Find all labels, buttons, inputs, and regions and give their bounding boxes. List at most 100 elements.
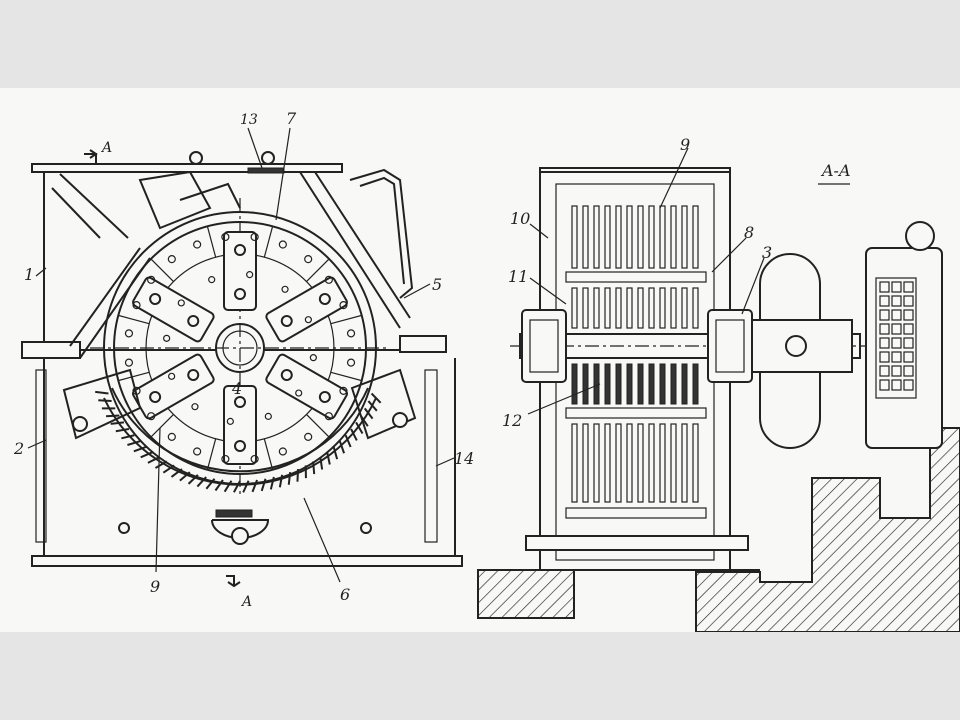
rotor-bolt: [221, 232, 230, 242]
hammer-mid: [692, 287, 699, 329]
rotor-bolt: [168, 372, 176, 380]
fin-cell: [903, 365, 914, 377]
hammer-pin-hole: [234, 288, 246, 300]
rotor-bolt: [208, 276, 216, 284]
coupling-bolt: [785, 335, 807, 357]
hammer-bottom: [571, 423, 578, 503]
hammer-lower: [626, 363, 633, 405]
sector-divider: [330, 314, 362, 325]
hammer-pin-hole: [234, 440, 246, 452]
callout-7: 7: [286, 109, 297, 128]
leader-11: [529, 277, 567, 305]
grate-bar: [187, 474, 199, 485]
hammer-upper: [571, 205, 578, 269]
rotor-bolt: [346, 358, 356, 367]
hammer-mid: [615, 287, 622, 329]
leader-9: [155, 427, 161, 573]
leader-3: [741, 257, 765, 315]
rotor-bolt: [281, 285, 289, 293]
rotor-bolt: [167, 255, 176, 264]
sector-divider: [263, 438, 274, 470]
sector-divider: [306, 258, 330, 282]
sector-divider: [263, 226, 274, 258]
leader-10: [529, 223, 549, 239]
grate-bar: [363, 407, 374, 420]
hammer-mid: [637, 287, 644, 329]
rotor-bolt: [309, 354, 317, 362]
grate-bar: [196, 476, 207, 488]
grate-bar: [319, 456, 324, 470]
inspection-cover: [247, 167, 285, 174]
leader-7: [275, 127, 291, 221]
fin-cell: [903, 323, 914, 335]
sector-divider: [150, 258, 174, 282]
rotor-bolt: [295, 389, 303, 397]
fin-cell: [891, 337, 902, 349]
hammer-upper: [604, 205, 611, 269]
left-bearing-cap: [529, 319, 559, 373]
hammer-bottom: [593, 423, 600, 503]
grate-bar: [205, 478, 216, 490]
callout-9: 9: [150, 577, 160, 596]
rotor-bolt: [304, 432, 313, 441]
fin-cell: [891, 323, 902, 335]
fin-cell: [879, 379, 890, 391]
right-grate-support: [350, 368, 417, 440]
fin-cell: [891, 365, 902, 377]
rotor-bolt: [191, 403, 199, 411]
sector-divider: [206, 438, 217, 470]
fin-cell: [891, 379, 902, 391]
rotor-bolt: [221, 454, 230, 464]
hammer-upper: [681, 205, 688, 269]
grate-bar: [127, 440, 141, 446]
left-grate-support: [62, 368, 142, 440]
hammer-lower: [637, 363, 644, 405]
liner-block-edge: [179, 182, 241, 209]
top-bolt: [189, 151, 203, 165]
grate-bar: [179, 471, 191, 482]
fin-cell: [903, 379, 914, 391]
motor-lifting-eye: [905, 221, 935, 251]
right-feed-plate: [299, 171, 411, 329]
left-bearing: [521, 309, 567, 383]
fin-cell: [879, 323, 890, 335]
grate-inner-arc: [111, 387, 369, 473]
hammer-bottom: [626, 423, 633, 503]
hammer-lower: [582, 363, 589, 405]
discharge-rod: [565, 507, 707, 519]
hammer-plate: [223, 385, 257, 465]
section-title: A-A: [820, 161, 851, 180]
grate-rod-lower: [565, 407, 707, 419]
hammer-lower: [659, 363, 666, 405]
callout-14: 14: [454, 449, 474, 468]
hammer-body: [265, 353, 348, 420]
hammer-upper: [692, 205, 699, 269]
callout-12: 12: [502, 411, 522, 430]
top-plate: [31, 163, 343, 173]
hammer-mid: [593, 287, 600, 329]
rotor-bolt: [167, 432, 176, 441]
leader-12: [527, 383, 601, 415]
grate-bar: [370, 392, 382, 404]
fin-cell: [903, 351, 914, 363]
grate-bar: [350, 428, 358, 441]
hammer-mid: [626, 287, 633, 329]
section-marker-bottom-label: A: [240, 594, 252, 610]
hammer-pin-hole: [318, 390, 331, 403]
hammer-pin-hole: [234, 396, 246, 408]
hammer-body: [223, 385, 257, 465]
hammer-plate: [265, 353, 348, 420]
hammer-mid: [659, 287, 666, 329]
hammer-upper: [659, 205, 666, 269]
hammer-bottom: [692, 423, 699, 503]
section-marker-top: [84, 149, 98, 164]
fin-cell: [879, 351, 890, 363]
grate-bar: [98, 399, 112, 403]
right-side-rib: [424, 369, 438, 543]
right-flange-bolt: [399, 335, 447, 353]
hammer-bottom: [681, 423, 688, 503]
hammer-crusher-drawing: A A 1 2 4 5 6 7 9 13 14: [13, 109, 960, 633]
grate-bar: [95, 390, 109, 395]
hammer-lower: [692, 363, 699, 405]
rotor-bolt: [147, 275, 156, 284]
